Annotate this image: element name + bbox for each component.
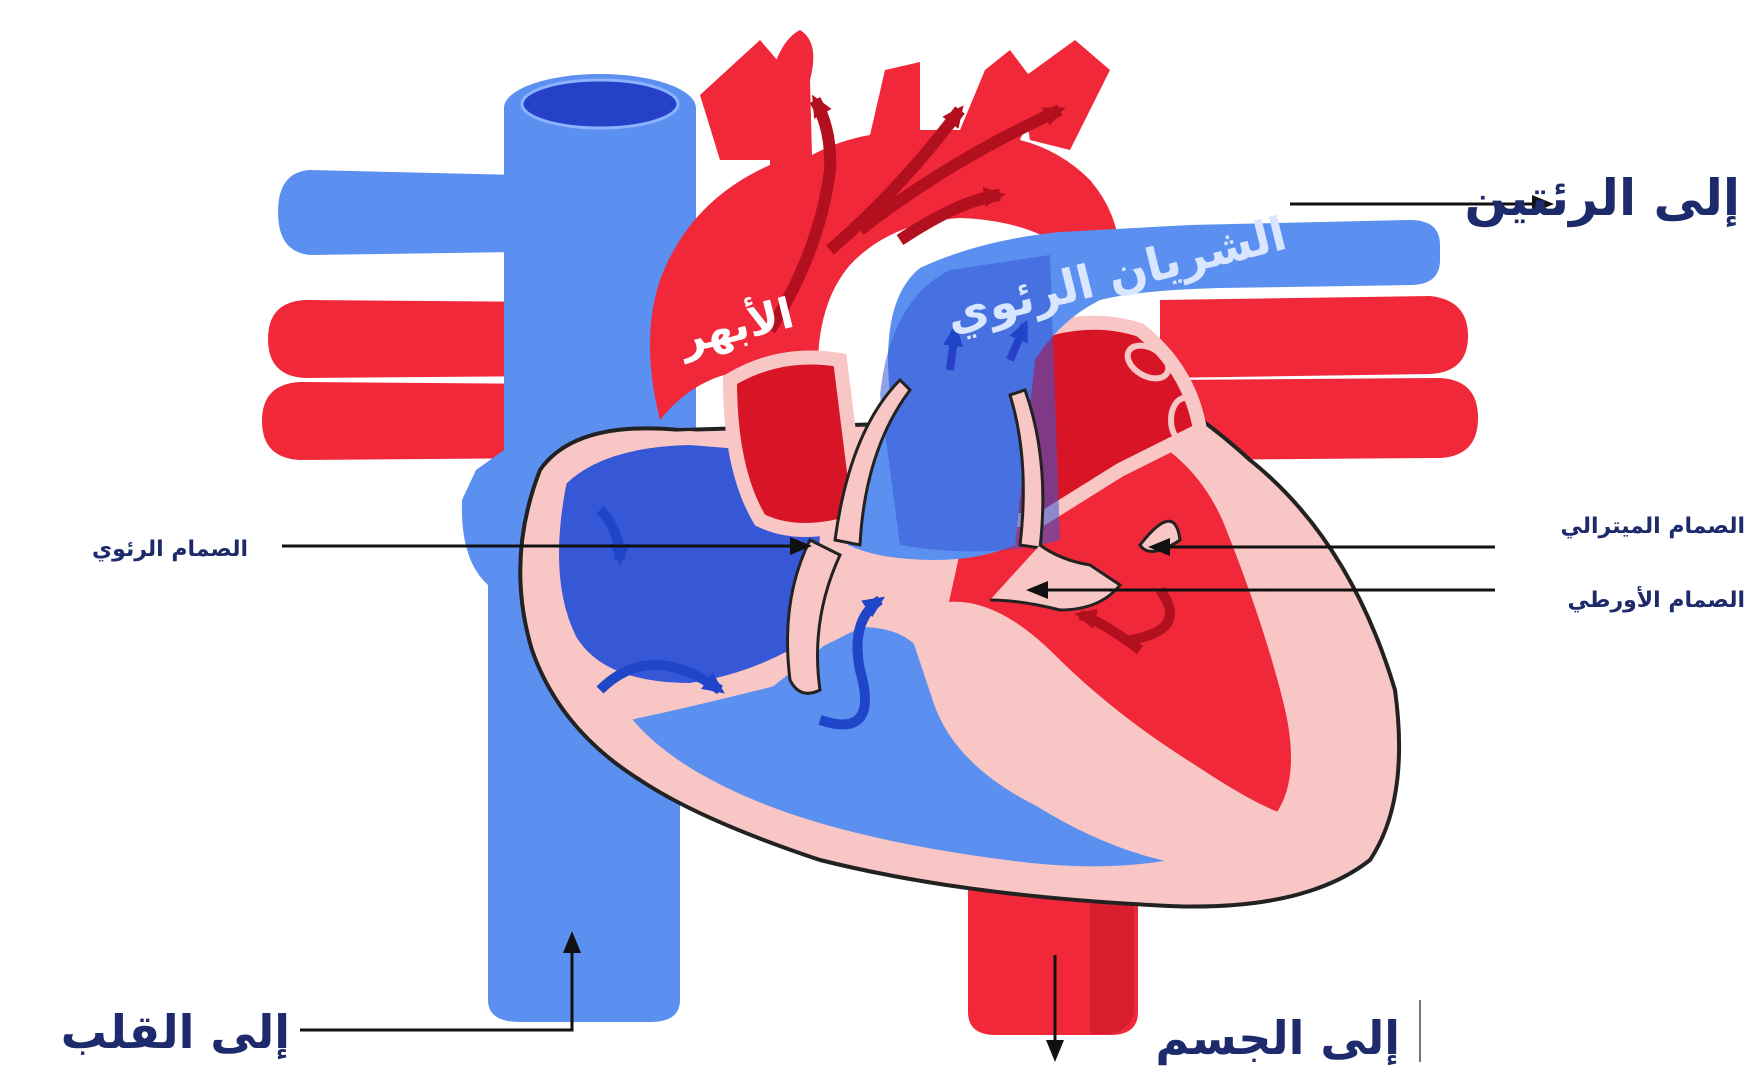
label-to-body: إلى الجسم — [1155, 1011, 1400, 1066]
label-to-heart: إلى القلب — [61, 1005, 290, 1060]
label-aortic-valve: الصمام الأورطي — [1567, 585, 1745, 613]
label-pulmonary-valve: الصمام الرئوي — [92, 537, 248, 562]
label-to-lungs: إلى الرئتين — [1464, 169, 1740, 228]
right-red-vessel-upper — [1160, 296, 1468, 378]
label-mitral-valve: الصمام الميترالي — [1560, 514, 1745, 539]
